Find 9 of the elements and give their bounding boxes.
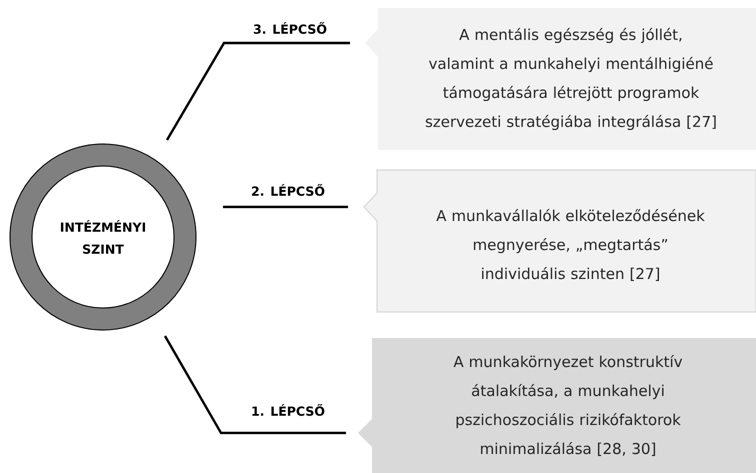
step-label: 3. LÉPCSŐ [254, 22, 326, 34]
connector-line [164, 335, 346, 434]
callout-box: A munkavállalók elköteleződésének megnyerése, „megtartás” individuális szinten [27] [363, 169, 756, 313]
connector-line [223, 206, 348, 208]
step-label: 2. LÉPCSŐ [252, 184, 324, 196]
callout-box: A munkakörnyezet konstruktív átalakítása, a munkahelyi pszichoszociális rizikófaktorok minimalizálása [28, 30] [358, 338, 756, 473]
step-label: 1. LÉPCSŐ [252, 404, 324, 416]
connector-line [166, 42, 350, 141]
callout-box: A mentális egészség és jóllét, valamint a munkahelyi mentálhigiéné támogatására létrejött programok szervezeti stratégiába integrálása [27] [365, 8, 756, 150]
